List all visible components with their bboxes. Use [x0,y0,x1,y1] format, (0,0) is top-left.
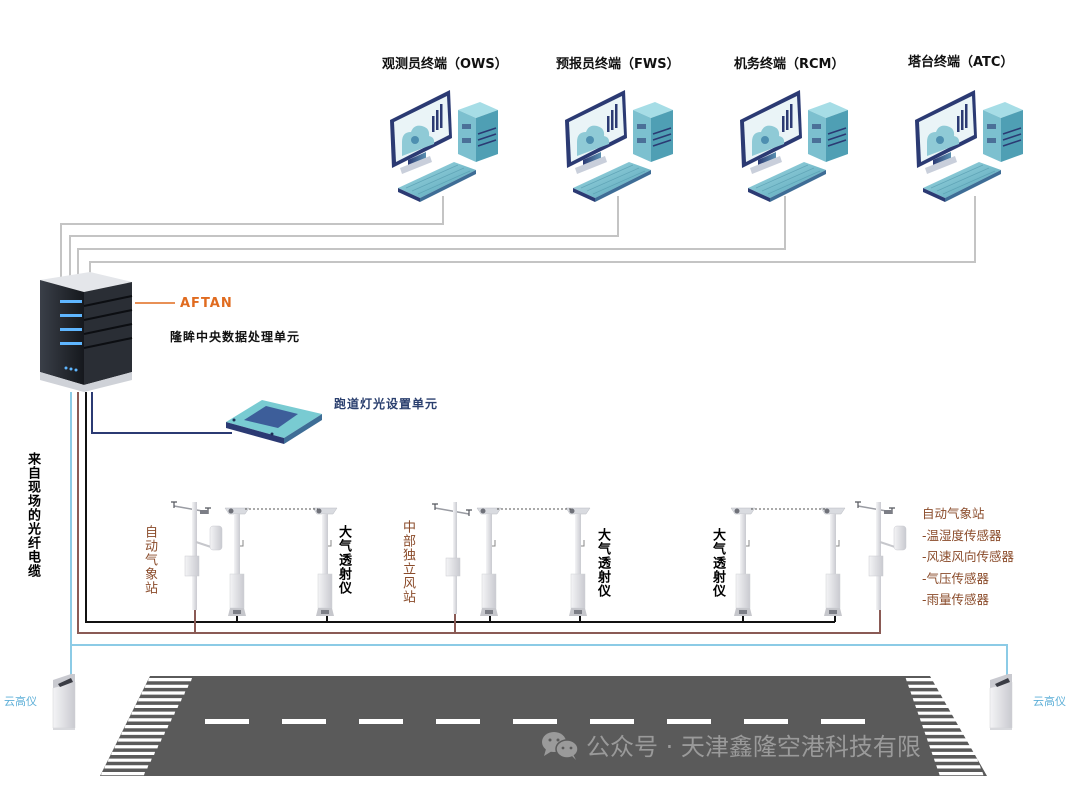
transmissometer-3-label: 大气透射仪 [710,528,725,598]
threshold-stripe [117,738,162,742]
threshold-stripe [931,751,976,756]
threshold-stripe [111,751,156,756]
threshold-stripe [101,772,145,776]
centerline-dash [282,719,326,724]
sensor-item: -雨量传感器 [922,592,990,607]
threshold-stripe [144,684,189,688]
cable-brown [77,392,881,634]
threshold-stripe [114,745,159,749]
link-ows [60,196,444,282]
link-fws [69,196,619,282]
centerline-dash [436,719,480,724]
aws-right-title: 自动气象站 [922,506,985,521]
centerline-dash [513,719,557,724]
workstation-ows-icon [389,89,499,203]
transmissometer-1a-icon [224,507,250,617]
link-runway-light [91,392,232,434]
centerline-dash [667,719,711,724]
threshold-stripe [922,725,966,729]
link-rcm [77,196,786,282]
transmissometer-2-label: 大气透射仪 [595,528,610,598]
aws-right-icon [854,501,907,611]
threshold-stripe [908,684,950,688]
threshold-stripe [919,718,963,722]
threshold-stripe [926,738,971,742]
cable-black [85,392,835,623]
runway-light-unit-label: 跑道灯光设置单元 [334,397,439,411]
terminal-label-fws: 预报员终端（FWS） [556,57,680,72]
mid-wind-station-label: 中部独立风站 [400,520,415,604]
threshold-stripe [134,704,179,709]
transmissometer-2b-icon [565,507,591,617]
centerline-dash [744,719,788,724]
centerline-dash [359,719,403,724]
threshold-stripe [121,731,166,735]
threshold-stripe [127,718,172,722]
watermark: 公众号 · 天津鑫隆空港科技有限 [540,727,921,762]
threshold-stripe [929,745,973,749]
terminal-label-rcm: 机务终端（RCM） [734,57,845,72]
threshold-stripe [938,772,984,776]
runway-centerline [205,719,865,724]
threshold-stripe [131,711,176,715]
threshold-stripe [137,698,182,702]
workstation-rcm-icon [739,89,849,203]
workstation-atc-icon [914,89,1024,203]
ceilometer-left-label: 云高仪 [4,695,37,708]
wind-station-icon [431,501,473,615]
runway-light-unit-icon [226,400,322,444]
sensor-item: -气压传感器 [922,570,990,586]
transmissometer-1b-icon [312,507,338,617]
centerline-dash [821,719,865,724]
sensor-item: -温湿度传感器 [922,527,1002,543]
threshold-stripe [910,691,953,695]
threshold-stripe [924,731,968,735]
aws-right-sensor-list: 自动气象站 -温湿度传感器 -风速风向传感器 -气压传感器 -雨量传感器 [922,503,1014,611]
field-cables [70,392,1008,676]
transmissometer-1-label: 大气透射仪 [336,525,351,595]
terminal-label-ows: 观测员终端（OWS） [382,57,508,72]
threshold-marking-right [905,678,984,776]
aws-left-label: 自动气象站 [142,525,157,595]
threshold-marking-left [101,678,192,776]
runway [100,676,987,776]
threshold-stripe [917,711,960,715]
threshold-stripe [148,678,192,682]
system-name-aftan: AFTAN [180,296,233,311]
threshold-stripe [124,725,169,729]
fiber-cable-label: 来自现场的光纤电缆 [25,452,40,578]
terminal-label-atc: 塔台终端（ATC） [908,55,1014,70]
centerline-dash [205,719,249,724]
transmissometer-2a-icon [476,507,502,617]
centerline-dash [590,719,634,724]
network-lines [60,196,976,282]
link-atc [89,196,976,282]
threshold-stripe [905,678,947,682]
ceilometer-right-label: 云高仪 [1033,695,1066,708]
threshold-stripe [141,691,186,695]
fiber-cable-blue [70,392,1008,676]
wechat-icon [542,731,579,760]
watermark-text: 公众号 · 天津鑫隆空港科技有限 [586,733,921,761]
threshold-stripe [107,758,152,762]
threshold-stripe [915,704,958,709]
transmissometer-3a-icon [730,507,756,617]
central-unit-label: 隆眸中央数据处理单元 [170,330,301,344]
ceilometer-right-icon [989,673,1013,731]
central-server-icon [40,272,133,392]
sensor-item: -风速风向传感器 [922,549,1015,564]
threshold-stripe [933,758,979,762]
threshold-stripe [912,698,955,702]
workstation-fws-icon [564,89,674,203]
threshold-stripe [936,765,981,769]
ceilometer-left-icon [52,673,76,731]
threshold-stripe [104,765,149,769]
transmissometer-3b-icon [820,507,846,617]
aws-left-icon [170,501,223,611]
